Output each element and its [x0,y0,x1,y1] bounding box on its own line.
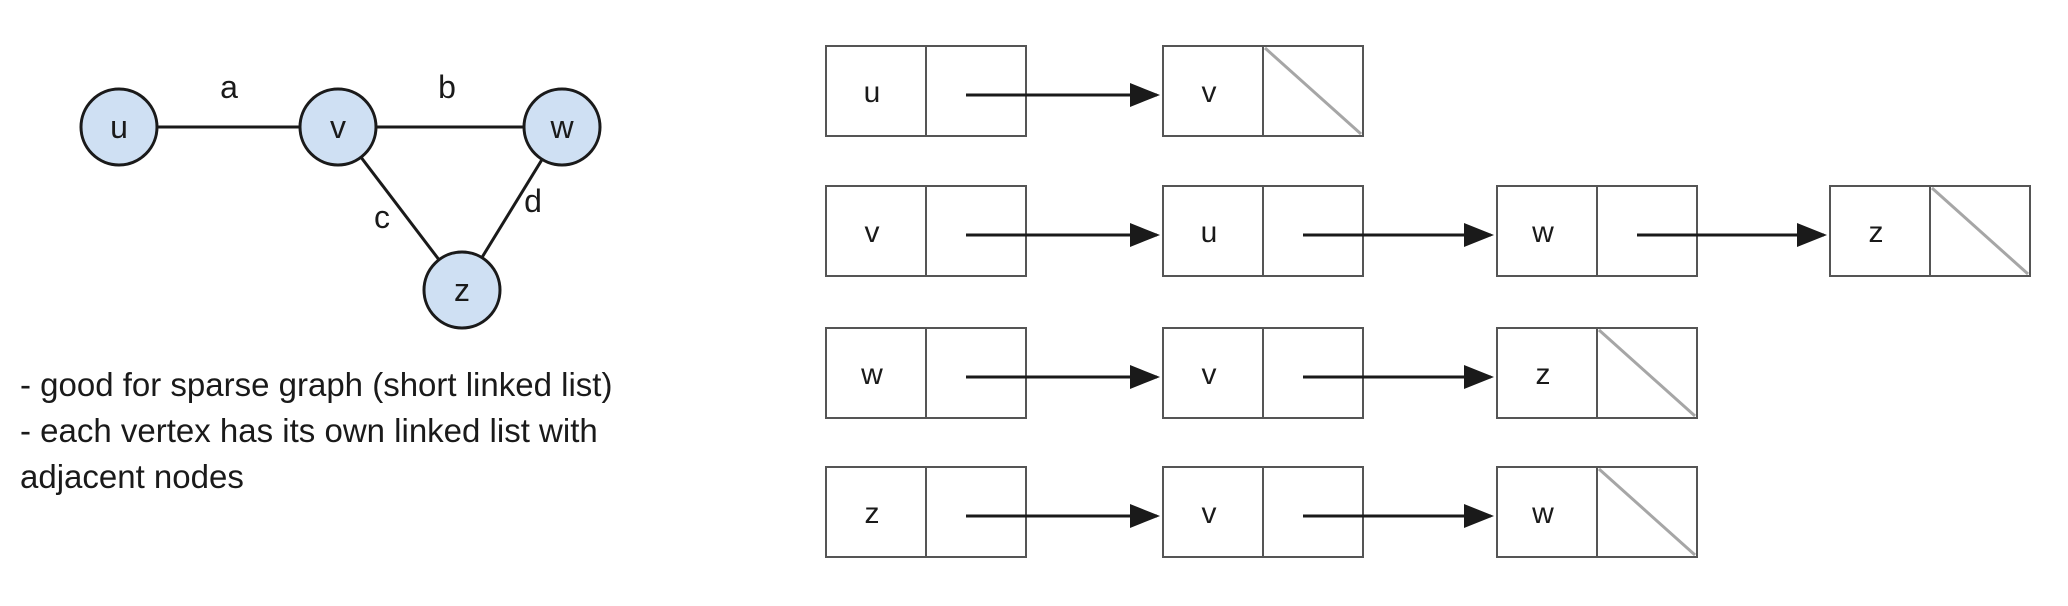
vertex-u [79,87,159,167]
edge-label-a: a [220,69,238,105]
list-head-u: u [825,45,1027,137]
list-node-z: z [1496,327,1698,419]
list-node-w: w [1496,185,1698,277]
node-label: v [1202,497,1217,530]
node-label: v [1202,358,1217,391]
vertex-label-v: v [330,109,346,145]
null-pointer-slash [1263,46,1363,136]
node-label: v [1202,76,1217,109]
node-label: z [1869,216,1884,249]
edge-label-d: d [524,183,542,219]
notes-text: - good for sparse graph (short linked li… [20,362,800,500]
null-pointer-slash [1597,467,1697,557]
node-label: z [1536,358,1551,391]
vertex-v [298,87,378,167]
list-head-w: w [825,327,1027,419]
list-node-v: v [1162,327,1364,419]
node-label: u [1201,216,1218,249]
node-label: w [860,358,883,391]
list-node-w: w [1496,466,1698,558]
list-head-v: v [825,185,1027,277]
node-label: z [865,497,880,530]
note-line-1: - good for sparse graph (short linked li… [20,366,613,403]
vertex-z [422,250,502,330]
list-node-v: v [1162,45,1364,137]
null-pointer-slash [1597,328,1697,418]
list-node-v: v [1162,466,1364,558]
null-pointer-slash [1930,186,2030,276]
vertex-w [522,87,602,167]
edge-label-b: b [438,69,456,105]
list-head-z: z [825,466,1027,558]
node-label: v [865,216,880,249]
node-label: u [864,76,881,109]
edge-label-c: c [374,199,390,235]
list-node-u: u [1162,185,1364,277]
note-line-2: - each vertex has its own linked list wi… [20,412,598,449]
list-node-z: z [1829,185,2031,277]
node-label: w [1531,216,1554,249]
node-label: w [1531,497,1554,530]
graph-figure: a b c d u v w z [79,69,602,330]
note-line-3: adjacent nodes [20,458,244,495]
adjacency-lists: u v v u w z w v z z v w [825,45,2031,558]
vertex-label-z: z [454,272,470,308]
vertex-label-w: w [549,109,574,145]
vertex-label-u: u [110,109,128,145]
